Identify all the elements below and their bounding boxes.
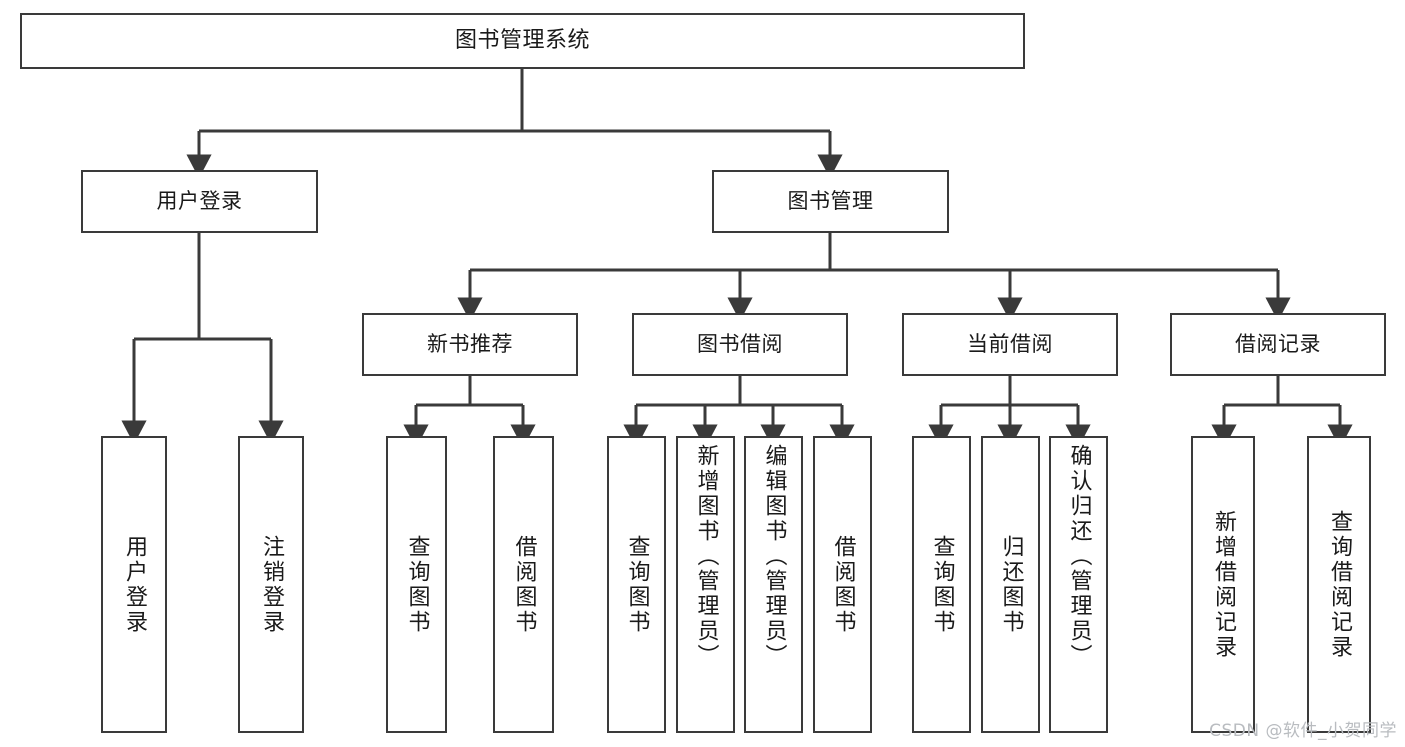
node-leaf-add-book-label: 新增图书（管理员）	[693, 444, 719, 669]
node-root-label: 图书管理系统	[454, 28, 590, 54]
node-new-book-rec-label: 新书推荐	[427, 332, 513, 357]
node-leaf-user-logout[interactable]: 注销登录	[238, 436, 304, 733]
node-borrow-record-label: 借阅记录	[1235, 332, 1321, 357]
node-user-login[interactable]: 用户登录	[81, 170, 318, 233]
node-user-login-label: 用户登录	[156, 189, 243, 214]
node-book-borrow[interactable]: 图书借阅	[632, 313, 848, 376]
node-leaf-edit-book[interactable]: 编辑图书（管理员）	[744, 436, 803, 733]
node-leaf-add-record-label: 新增借阅记录	[1211, 509, 1236, 660]
node-borrow-record[interactable]: 借阅记录	[1170, 313, 1386, 376]
node-leaf-borrow-book-2[interactable]: 借阅图书	[813, 436, 872, 733]
node-leaf-user-logout-label: 注销登录	[259, 534, 284, 635]
node-leaf-borrow-book-1[interactable]: 借阅图书	[493, 436, 554, 733]
node-book-manage[interactable]: 图书管理	[712, 170, 949, 233]
node-leaf-add-record[interactable]: 新增借阅记录	[1191, 436, 1255, 733]
node-leaf-return-book[interactable]: 归还图书	[981, 436, 1040, 733]
node-leaf-edit-book-label: 编辑图书（管理员）	[761, 444, 787, 669]
node-leaf-query-book-3[interactable]: 查询图书	[912, 436, 971, 733]
node-leaf-query-book-2[interactable]: 查询图书	[607, 436, 666, 733]
node-leaf-query-record-label: 查询借阅记录	[1327, 509, 1352, 660]
node-leaf-return-book-label: 归还图书	[998, 534, 1024, 635]
node-leaf-query-book-1[interactable]: 查询图书	[386, 436, 447, 733]
node-leaf-borrow-book-1-label: 借阅图书	[511, 534, 537, 635]
node-leaf-user-login-label: 用户登录	[122, 534, 147, 635]
node-leaf-query-book-3-label: 查询图书	[929, 534, 955, 635]
node-current-borrow[interactable]: 当前借阅	[902, 313, 1118, 376]
node-leaf-query-book-1-label: 查询图书	[404, 534, 430, 635]
node-leaf-query-book-2-label: 查询图书	[624, 534, 650, 635]
node-leaf-borrow-book-2-label: 借阅图书	[830, 534, 856, 635]
node-leaf-user-login[interactable]: 用户登录	[101, 436, 167, 733]
node-book-manage-label: 图书管理	[787, 189, 874, 214]
node-book-borrow-label: 图书借阅	[697, 332, 783, 357]
node-leaf-confirm-return[interactable]: 确认归还（管理员）	[1049, 436, 1108, 733]
node-new-book-rec[interactable]: 新书推荐	[362, 313, 578, 376]
node-leaf-add-book[interactable]: 新增图书（管理员）	[676, 436, 735, 733]
node-root[interactable]: 图书管理系统	[20, 13, 1025, 69]
node-current-borrow-label: 当前借阅	[967, 332, 1053, 357]
node-leaf-confirm-return-label: 确认归还（管理员）	[1066, 444, 1092, 669]
node-leaf-query-record[interactable]: 查询借阅记录	[1307, 436, 1371, 733]
